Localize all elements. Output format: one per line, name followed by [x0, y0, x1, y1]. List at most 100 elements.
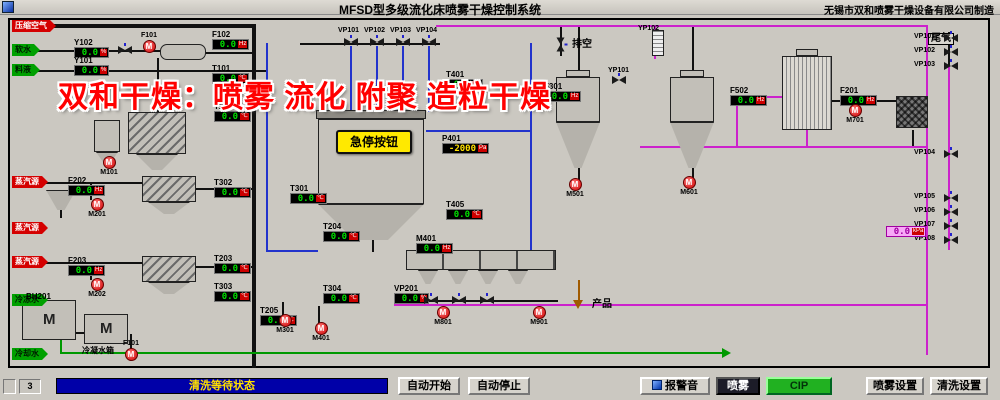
- fluid-bed-dryer: [406, 250, 556, 270]
- valve-icon[interactable]: [396, 35, 410, 47]
- status-message: 清洗等待状态: [56, 378, 388, 394]
- tank-bh201: M: [22, 300, 76, 340]
- valve-icon[interactable]: [944, 31, 958, 43]
- emergency-stop-button[interactable]: 急停按钮: [336, 130, 412, 154]
- spray-settings-button[interactable]: 喷雾设置: [866, 377, 924, 395]
- alarm-sound-button[interactable]: 报警音: [640, 377, 710, 395]
- valve-icon[interactable]: [480, 293, 494, 305]
- source-label: 软水: [12, 44, 40, 56]
- source-label: 冷冻水: [12, 294, 48, 306]
- air-heater: [160, 44, 206, 60]
- cip-button[interactable]: CIP: [766, 377, 832, 395]
- company-name: 无锡市双和喷雾干燥设备有限公司制造: [824, 6, 994, 17]
- equipment-label: VP107: [914, 221, 936, 228]
- pipe: [60, 210, 62, 218]
- clean-settings-button[interactable]: 清洗设置: [930, 377, 988, 395]
- valve-icon[interactable]: [612, 73, 626, 85]
- valve-icon[interactable]: [422, 35, 436, 47]
- pipe: [252, 24, 256, 368]
- pipe: [578, 26, 580, 78]
- auto-stop-button[interactable]: 自动停止: [468, 377, 530, 395]
- equipment-label: VP106: [914, 207, 936, 214]
- damper: [652, 30, 664, 56]
- source-label: 冷却水: [12, 348, 48, 360]
- valve-icon[interactable]: [556, 38, 568, 52]
- equipment-label: YP102: [638, 25, 660, 32]
- valve-icon[interactable]: [944, 191, 958, 203]
- spray-button[interactable]: 喷雾: [716, 377, 760, 395]
- equipment-label: VP101: [338, 27, 360, 34]
- product-arrow: [573, 300, 583, 314]
- equipment-label: VP104: [416, 27, 438, 34]
- valve-icon[interactable]: [118, 43, 132, 55]
- pipe: [318, 306, 320, 324]
- valve-icon[interactable]: [944, 219, 958, 231]
- auto-start-button[interactable]: 自动开始: [398, 377, 460, 395]
- valve-icon[interactable]: [344, 35, 358, 47]
- pipe-air: [428, 46, 430, 112]
- valve-icon[interactable]: [424, 293, 438, 305]
- page-title: MFSD型多级流化床喷雾干燥控制系统: [339, 3, 541, 17]
- valve-icon[interactable]: [944, 233, 958, 245]
- pipe: [204, 52, 254, 54]
- heat-exchanger-2: [142, 256, 196, 282]
- equipment-label: YP101: [608, 67, 630, 74]
- pump-icon: M: [278, 314, 292, 327]
- pump-label: M401: [312, 335, 330, 342]
- motor-symbol: M: [43, 311, 56, 328]
- pipe: [16, 70, 268, 72]
- status-cell: [3, 379, 16, 394]
- speaker-icon: [652, 380, 662, 390]
- app-icon: [2, 1, 14, 13]
- pump-label: M201: [88, 211, 106, 218]
- valve-icon[interactable]: [452, 293, 466, 305]
- pipe-water: [60, 352, 724, 354]
- valve-icon[interactable]: [944, 205, 958, 217]
- diagram-frame: [8, 18, 990, 368]
- pump-icon: M: [314, 322, 328, 335]
- equipment-label: VP108: [914, 235, 936, 242]
- pump-label: F101: [123, 340, 139, 347]
- valve-icon[interactable]: [370, 35, 384, 47]
- pump-icon: M: [682, 176, 696, 189]
- pipe-exhaust: [806, 130, 808, 146]
- source-label: 蒸汽源: [12, 176, 48, 188]
- pipe: [16, 24, 254, 28]
- pipe-exhaust: [926, 25, 928, 355]
- hopper-2-cap: [680, 70, 704, 77]
- pipe-air: [350, 46, 352, 112]
- equipment-label: VP101: [914, 33, 936, 40]
- valve-icon[interactable]: [944, 147, 958, 159]
- pump-icon: M: [90, 278, 104, 291]
- pump-icon: M: [532, 306, 546, 319]
- valve-icon[interactable]: [944, 59, 958, 71]
- valve-icon[interactable]: [944, 45, 958, 57]
- pipe: [692, 26, 694, 78]
- pump-label: M501: [566, 191, 584, 198]
- cyclone-small: [94, 120, 120, 152]
